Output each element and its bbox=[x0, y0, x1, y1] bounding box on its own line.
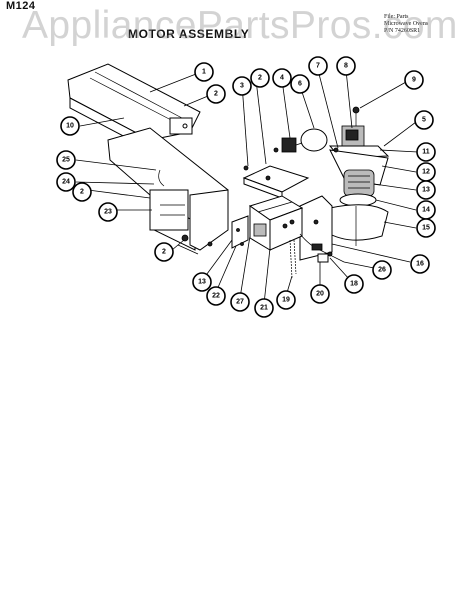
callout-label: 18 bbox=[350, 281, 358, 288]
callout-label: 2 bbox=[258, 75, 262, 82]
callout-26: 26 bbox=[372, 260, 392, 280]
callout-label: 27 bbox=[236, 299, 244, 306]
callout-label: 19 bbox=[282, 297, 290, 304]
callout-18: 18 bbox=[344, 274, 364, 294]
callout-9: 9 bbox=[404, 70, 424, 90]
leader-lines bbox=[75, 69, 419, 305]
callout-label: 15 bbox=[422, 225, 430, 232]
callout-19: 19 bbox=[276, 290, 296, 310]
callout-3: 3 bbox=[232, 76, 252, 96]
callout-label: 12 bbox=[422, 169, 430, 176]
callout-2: 2 bbox=[206, 84, 226, 104]
file-reference: File: Parts Microwave Ovens P/N 74260SR1 bbox=[384, 14, 456, 35]
bracket-plate bbox=[242, 165, 310, 199]
duct-housing bbox=[107, 127, 229, 255]
callout-label: 16 bbox=[416, 261, 424, 268]
callout-label: 2 bbox=[214, 91, 218, 98]
callout-12: 12 bbox=[416, 162, 436, 182]
callout-label: 13 bbox=[422, 187, 430, 194]
callout-16: 16 bbox=[410, 254, 430, 274]
wire-harness bbox=[289, 233, 345, 279]
watermark-text: AppliancePartsPros.com bbox=[22, 4, 458, 47]
callout-label: 22 bbox=[212, 293, 220, 300]
callout-7: 7 bbox=[308, 56, 328, 76]
callout-label: 2 bbox=[80, 189, 84, 196]
callout-label: 14 bbox=[422, 207, 430, 214]
callout-label: 7 bbox=[316, 63, 320, 70]
callout-label: 5 bbox=[422, 117, 426, 124]
callout-label: 13 bbox=[198, 279, 206, 286]
callout-label: 9 bbox=[412, 77, 416, 84]
callout-label: 6 bbox=[298, 81, 302, 88]
file-line: File: Parts bbox=[384, 14, 409, 20]
callout-23: 23 bbox=[98, 202, 118, 222]
callout-13: 13 bbox=[192, 272, 212, 292]
callout-22: 22 bbox=[206, 286, 226, 306]
file-line: Microwave Ovens bbox=[384, 21, 429, 27]
callout-label: 1 bbox=[202, 69, 206, 76]
housing-rail bbox=[67, 63, 201, 151]
callout-label: 21 bbox=[260, 305, 268, 312]
callout-21: 21 bbox=[254, 298, 274, 318]
callout-label: 25 bbox=[62, 157, 70, 164]
callout-2: 2 bbox=[72, 182, 92, 202]
lamp-assembly bbox=[273, 128, 328, 153]
callout-14: 14 bbox=[416, 200, 436, 220]
harness-tube bbox=[158, 169, 165, 187]
callout-27: 27 bbox=[230, 292, 250, 312]
callout-15: 15 bbox=[416, 218, 436, 238]
callout-24: 24 bbox=[56, 172, 76, 192]
callout-label: 26 bbox=[378, 267, 386, 274]
callout-label: 11 bbox=[422, 149, 430, 156]
callout-25: 25 bbox=[56, 150, 76, 170]
callout-label: 4 bbox=[280, 75, 284, 82]
callout-10: 10 bbox=[60, 116, 80, 136]
callout-8: 8 bbox=[336, 56, 356, 76]
callout-6: 6 bbox=[290, 74, 310, 94]
callout-label: 3 bbox=[240, 83, 244, 90]
callout-1: 1 bbox=[194, 62, 214, 82]
callout-5: 5 bbox=[414, 110, 434, 130]
callout-label: 23 bbox=[104, 209, 112, 216]
model-number: M124 bbox=[6, 0, 36, 12]
diagram-title: MOTOR ASSEMBLY bbox=[128, 27, 250, 41]
callout-label: 20 bbox=[316, 291, 324, 298]
callout-label: 2 bbox=[162, 249, 166, 256]
callout-label: 24 bbox=[62, 179, 70, 186]
callout-2: 2 bbox=[250, 68, 270, 88]
callout-13: 13 bbox=[416, 180, 436, 200]
callout-11: 11 bbox=[416, 142, 436, 162]
control-box bbox=[248, 195, 304, 251]
callout-label: 8 bbox=[344, 63, 348, 70]
callout-2: 2 bbox=[154, 242, 174, 262]
file-line: P/N 74260SR1 bbox=[384, 28, 421, 34]
small-bracket bbox=[231, 215, 249, 249]
callout-4: 4 bbox=[272, 68, 292, 88]
callout-20: 20 bbox=[310, 284, 330, 304]
callout-label: 10 bbox=[66, 123, 74, 130]
